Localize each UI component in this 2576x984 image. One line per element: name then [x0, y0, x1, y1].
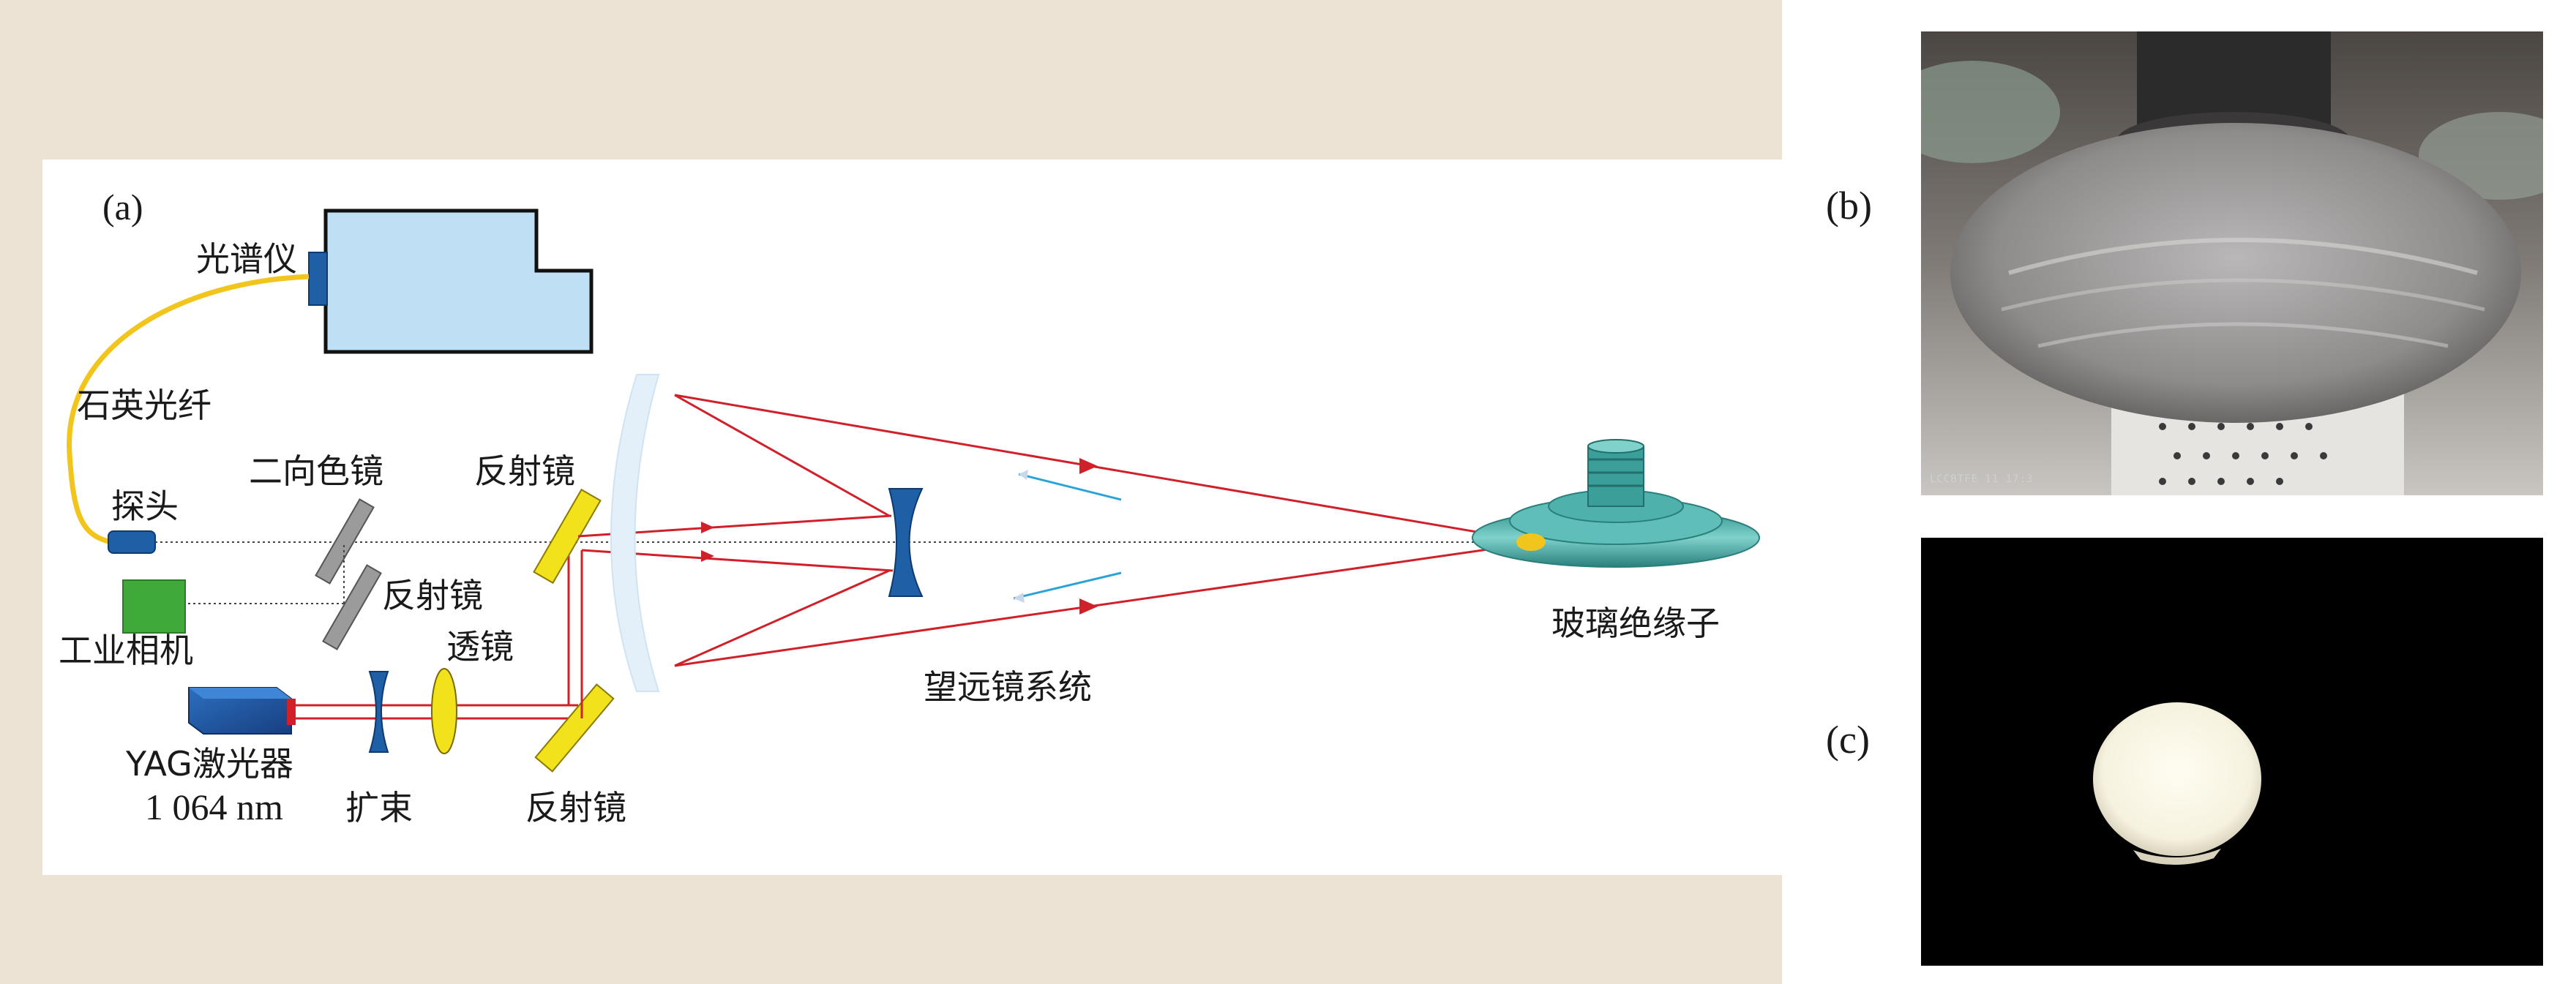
- photo-plasma-spot: [1921, 538, 2543, 966]
- glass-insulator: [1472, 439, 1760, 568]
- panel-c-label: (c): [1826, 718, 1870, 762]
- probe: [108, 530, 156, 554]
- laser-label: YAG激光器: [125, 744, 293, 784]
- return-arrow-bottom: [1014, 593, 1025, 603]
- beam-primary-to-target-top: [674, 394, 1524, 541]
- insulator-label: 玻璃绝缘子: [1551, 604, 1720, 643]
- mirror-bottom: [534, 683, 615, 773]
- spectrometer-label: 光谱仪: [196, 239, 297, 279]
- beam-secondary-to-primary-top: [674, 394, 890, 517]
- beam-arrow-1: [701, 522, 714, 533]
- photo-c-image: [1921, 538, 2543, 966]
- photo-b-image: [1921, 31, 2543, 495]
- laser-spot: [1516, 533, 1546, 551]
- beam-arrow-3: [1079, 458, 1098, 474]
- optical-setup-diagram: (a) 光谱仪 石英光纤 探头 二向色镜 反射镜 工业相机 YAG激光器 1 0…: [59, 187, 1760, 827]
- return-light-bottom: [1013, 571, 1122, 600]
- beam-expander-label: 扩束: [345, 788, 413, 827]
- return-light-top: [1018, 473, 1122, 501]
- panel-b-label: (b): [1826, 184, 1872, 228]
- fiber-label: 石英光纤: [77, 386, 211, 425]
- primary-mirror: [610, 374, 660, 692]
- camera-label: 工业相机: [59, 631, 193, 670]
- secondary-mirror: [888, 488, 924, 597]
- convex-lens: [431, 668, 457, 754]
- photo-timestamp: LCCBTFE 11 17:3: [1930, 473, 2034, 485]
- probe-label: 探头: [111, 487, 179, 526]
- return-arrow-top: [1019, 470, 1028, 480]
- laser-aperture: [287, 699, 296, 725]
- yag-laser-top: [189, 688, 291, 699]
- quartz-fiber: [67, 274, 310, 544]
- beam-primary-to-target-bottom: [674, 543, 1524, 667]
- industrial-camera: [122, 579, 186, 634]
- beam-secondary-to-primary-bottom: [674, 569, 890, 667]
- dichroic-mirror: [315, 498, 375, 585]
- camera-mirror: [322, 564, 382, 650]
- mirror-bottom-label: 反射镜: [525, 788, 626, 827]
- lens-label: 透镜: [446, 627, 514, 666]
- photo-contaminated-insulator: LCCBTFE 11 17:3: [1921, 31, 2543, 495]
- mirror-top-label: 反射镜: [474, 451, 575, 491]
- beam-expander-lens: [368, 671, 389, 753]
- laser-wavelength: 1 064 nm: [145, 786, 283, 827]
- beam-arrow-2: [701, 550, 714, 562]
- camera-mirror-label: 反射镜: [382, 576, 483, 615]
- mirror-top: [533, 488, 602, 585]
- telescope-label: 望远镜系统: [924, 667, 1092, 707]
- panel-a-label: (a): [102, 187, 143, 228]
- beam-arrow-4: [1079, 598, 1098, 615]
- spectrometer-body: [323, 209, 594, 354]
- spectrometer-port: [308, 252, 328, 306]
- dichroic-label: 二向色镜: [249, 451, 383, 491]
